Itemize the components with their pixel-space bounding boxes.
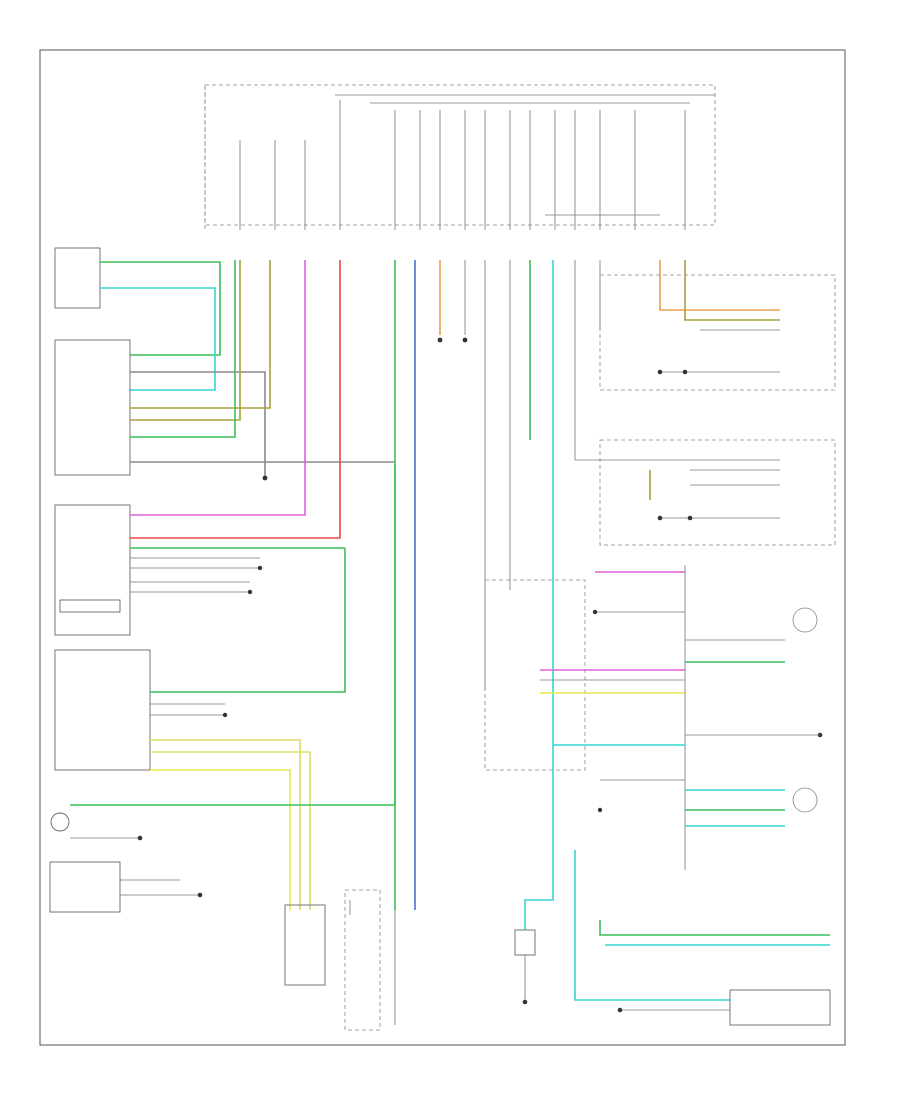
bottom-mid-module: [284, 889, 396, 1031]
right-lamp-cluster: [553, 565, 823, 870]
right-socket-mid: [575, 439, 836, 546]
bottom-left-switch: [49, 465, 396, 913]
center-box: [484, 579, 685, 771]
right-socket-top: [599, 260, 836, 391]
top-fuse-block: [204, 84, 716, 230]
left-module-a: [54, 247, 221, 391]
left-module-b: [54, 260, 395, 481]
left-module-d: [54, 548, 346, 910]
bottom-center: [514, 850, 831, 1026]
left-module-c: [54, 260, 345, 636]
center-trunks: [394, 260, 601, 930]
diagram-frame: [39, 49, 846, 1046]
